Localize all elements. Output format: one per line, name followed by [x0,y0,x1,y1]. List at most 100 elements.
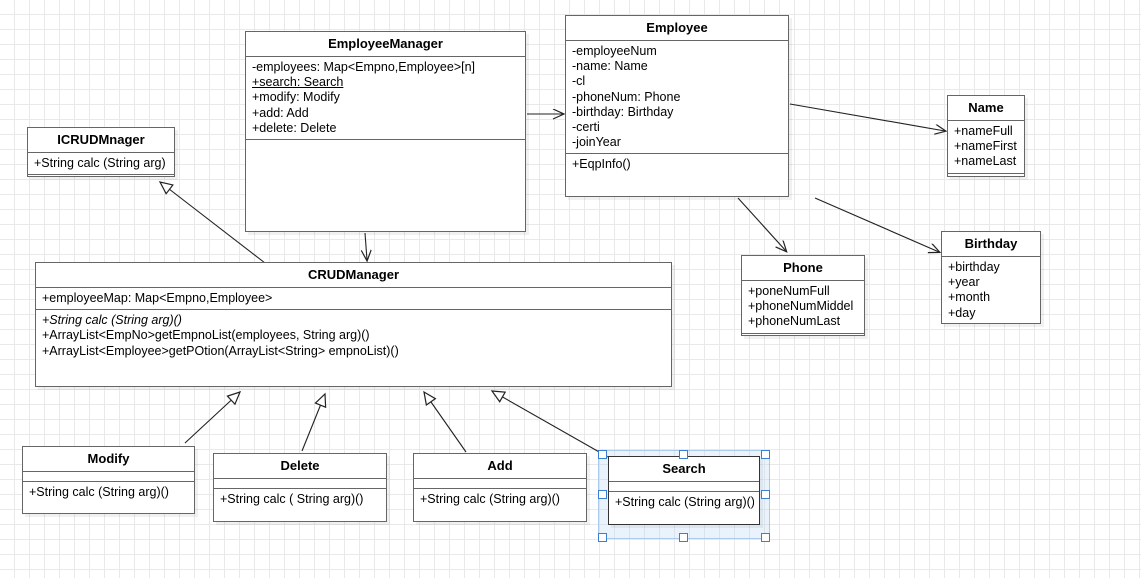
class-title: Employee [646,20,708,35]
operations-compartment: +String calc (String arg)() [609,492,759,513]
class-box-crudmanager[interactable]: CRUDManager +employeeMap: Map<Empno,Empl… [35,262,672,387]
class-member: -employees: Map<Empno,Employee>[n] [252,60,476,74]
compartment-divider [23,471,194,472]
attributes-compartment [609,482,759,491]
class-member: +month [948,290,991,305]
class-member: +String calc (String arg)() [615,495,754,509]
resize-handle-middle-right[interactable] [761,490,770,499]
class-member: +birthday [948,260,1000,274]
connector-add-crudmanager [423,390,467,453]
compartment-divider [566,40,788,41]
compartment-divider [742,332,864,334]
operations-compartment [246,140,525,234]
compartment-divider [214,478,386,479]
compartment-divider [948,120,1024,121]
operations-compartment [742,334,864,344]
class-member: +phoneNumLast [748,314,841,329]
class-member: +String calc (String arg) [34,156,166,170]
attributes-compartment: -employeeNum-name: Name-cl-phoneNum: Pho… [566,41,788,153]
attributes-compartment: +birthday+year+month+day [942,257,1040,324]
compartment-divider [28,152,174,153]
class-member: -name: Name [572,59,648,74]
attributes-compartment: +String calc (String arg) [28,153,174,174]
connector-employeemanager-crudmanager [365,232,367,260]
class-member: -employeeNum [572,44,657,58]
class-box-icrudmnager[interactable]: ICRUDMnager +String calc (String arg) [27,127,175,177]
attributes-compartment [214,479,386,488]
class-member: +String calc (String arg)() [420,492,560,506]
compartment-divider [414,488,586,489]
compartment-divider [214,488,386,489]
class-box-birthday[interactable]: Birthday +birthday+year+month+day [941,231,1041,324]
compartment-divider [742,280,864,281]
class-member: +ArrayList<Employee>getPOtion(ArrayList<… [42,343,399,358]
resize-handle-top-right[interactable] [761,450,770,459]
class-box-search[interactable]: Search +String calc (String arg)() [608,456,760,525]
class-title: Name [968,100,1004,115]
operations-compartment: +String calc ( String arg)() [214,489,386,510]
class-title: Search [662,461,706,476]
connector-delete-crudmanager [301,392,327,452]
class-member: +employeeMap: Map<Empno,Employee> [42,291,273,305]
operations-compartment: +String calc (String arg)() [23,482,194,503]
compartment-divider [28,174,174,176]
operations-compartment: +EqpInfo() [566,154,788,208]
class-box-add[interactable]: Add +String calc (String arg)() [413,453,587,522]
class-member: +nameLast [954,154,1017,169]
compartment-divider [609,481,759,482]
connector-employee-birthday [814,197,939,252]
operations-compartment [948,174,1024,184]
attributes-compartment: -employees: Map<Empno,Employee>[n]+searc… [246,57,525,139]
attributes-compartment: +employeeMap: Map<Empno,Employee> [36,288,671,309]
class-member: -certi [572,120,600,135]
resize-handle-top-left[interactable] [598,450,607,459]
class-box-phone[interactable]: Phone +poneNumFull+phoneNumMiddel+phoneN… [741,255,865,336]
connector-search-crudmanager [490,390,609,458]
compartment-divider [414,478,586,479]
class-member: +nameFull [954,124,1013,138]
attributes-compartment [414,479,586,488]
compartment-divider [23,481,194,482]
attributes-compartment: +nameFull+nameFirst+nameLast [948,121,1024,173]
connector-modify-crudmanager [184,391,242,444]
class-member: +search: Search [252,75,344,90]
class-title: Add [487,458,513,473]
compartment-divider [566,153,788,155]
class-member: +String calc (String arg)() [42,313,182,328]
class-box-name[interactable]: Name +nameFull+nameFirst+nameLast [947,95,1025,177]
resize-handle-bottom-left[interactable] [598,533,607,542]
compartment-divider [246,56,525,57]
class-member: -phoneNum: Phone [572,89,681,104]
class-member: +phoneNumMiddel [748,299,854,314]
operations-compartment: +String calc (String arg)() [414,489,586,510]
class-box-employee[interactable]: Employee -employeeNum-name: Name-cl-phon… [565,15,789,197]
class-member: +modify: Modify [252,90,340,105]
compartment-divider [948,172,1024,174]
attributes-compartment: +poneNumFull+phoneNumMiddel+phoneNumLast [742,281,864,333]
resize-handle-bottom-right[interactable] [761,533,770,542]
class-member: +String calc (String arg)() [29,485,169,499]
resize-handle-middle-left[interactable] [598,490,607,499]
operations-compartment: +String calc (String arg)()+ArrayList<Em… [36,310,671,385]
resize-handle-top-center[interactable] [679,450,688,459]
class-box-delete[interactable]: Delete +String calc ( String arg)() [213,453,387,522]
class-title: CRUDManager [307,267,399,282]
class-member: -joinYear [572,135,621,150]
class-member: +add: Add [252,105,309,120]
class-title: Birthday [964,236,1018,251]
compartment-divider [36,309,671,311]
class-member: +year [948,275,980,290]
class-member: +poneNumFull [748,284,830,298]
class-member: -cl [572,74,586,89]
class-box-modify[interactable]: Modify +String calc (String arg)() [22,446,195,514]
class-member: +delete: Delete [252,120,337,135]
class-box-employeemanager[interactable]: EmployeeManager -employees: Map<Empno,Em… [245,31,526,232]
compartment-divider [36,287,671,288]
class-member: +ArrayList<EmpNo>getEmpnoList(employees,… [42,328,370,343]
class-member: +nameFirst [954,139,1017,154]
resize-handle-bottom-center[interactable] [679,533,688,542]
compartment-divider [942,256,1040,257]
class-member: +String calc ( String arg)() [220,492,364,506]
class-title: Modify [87,451,130,466]
